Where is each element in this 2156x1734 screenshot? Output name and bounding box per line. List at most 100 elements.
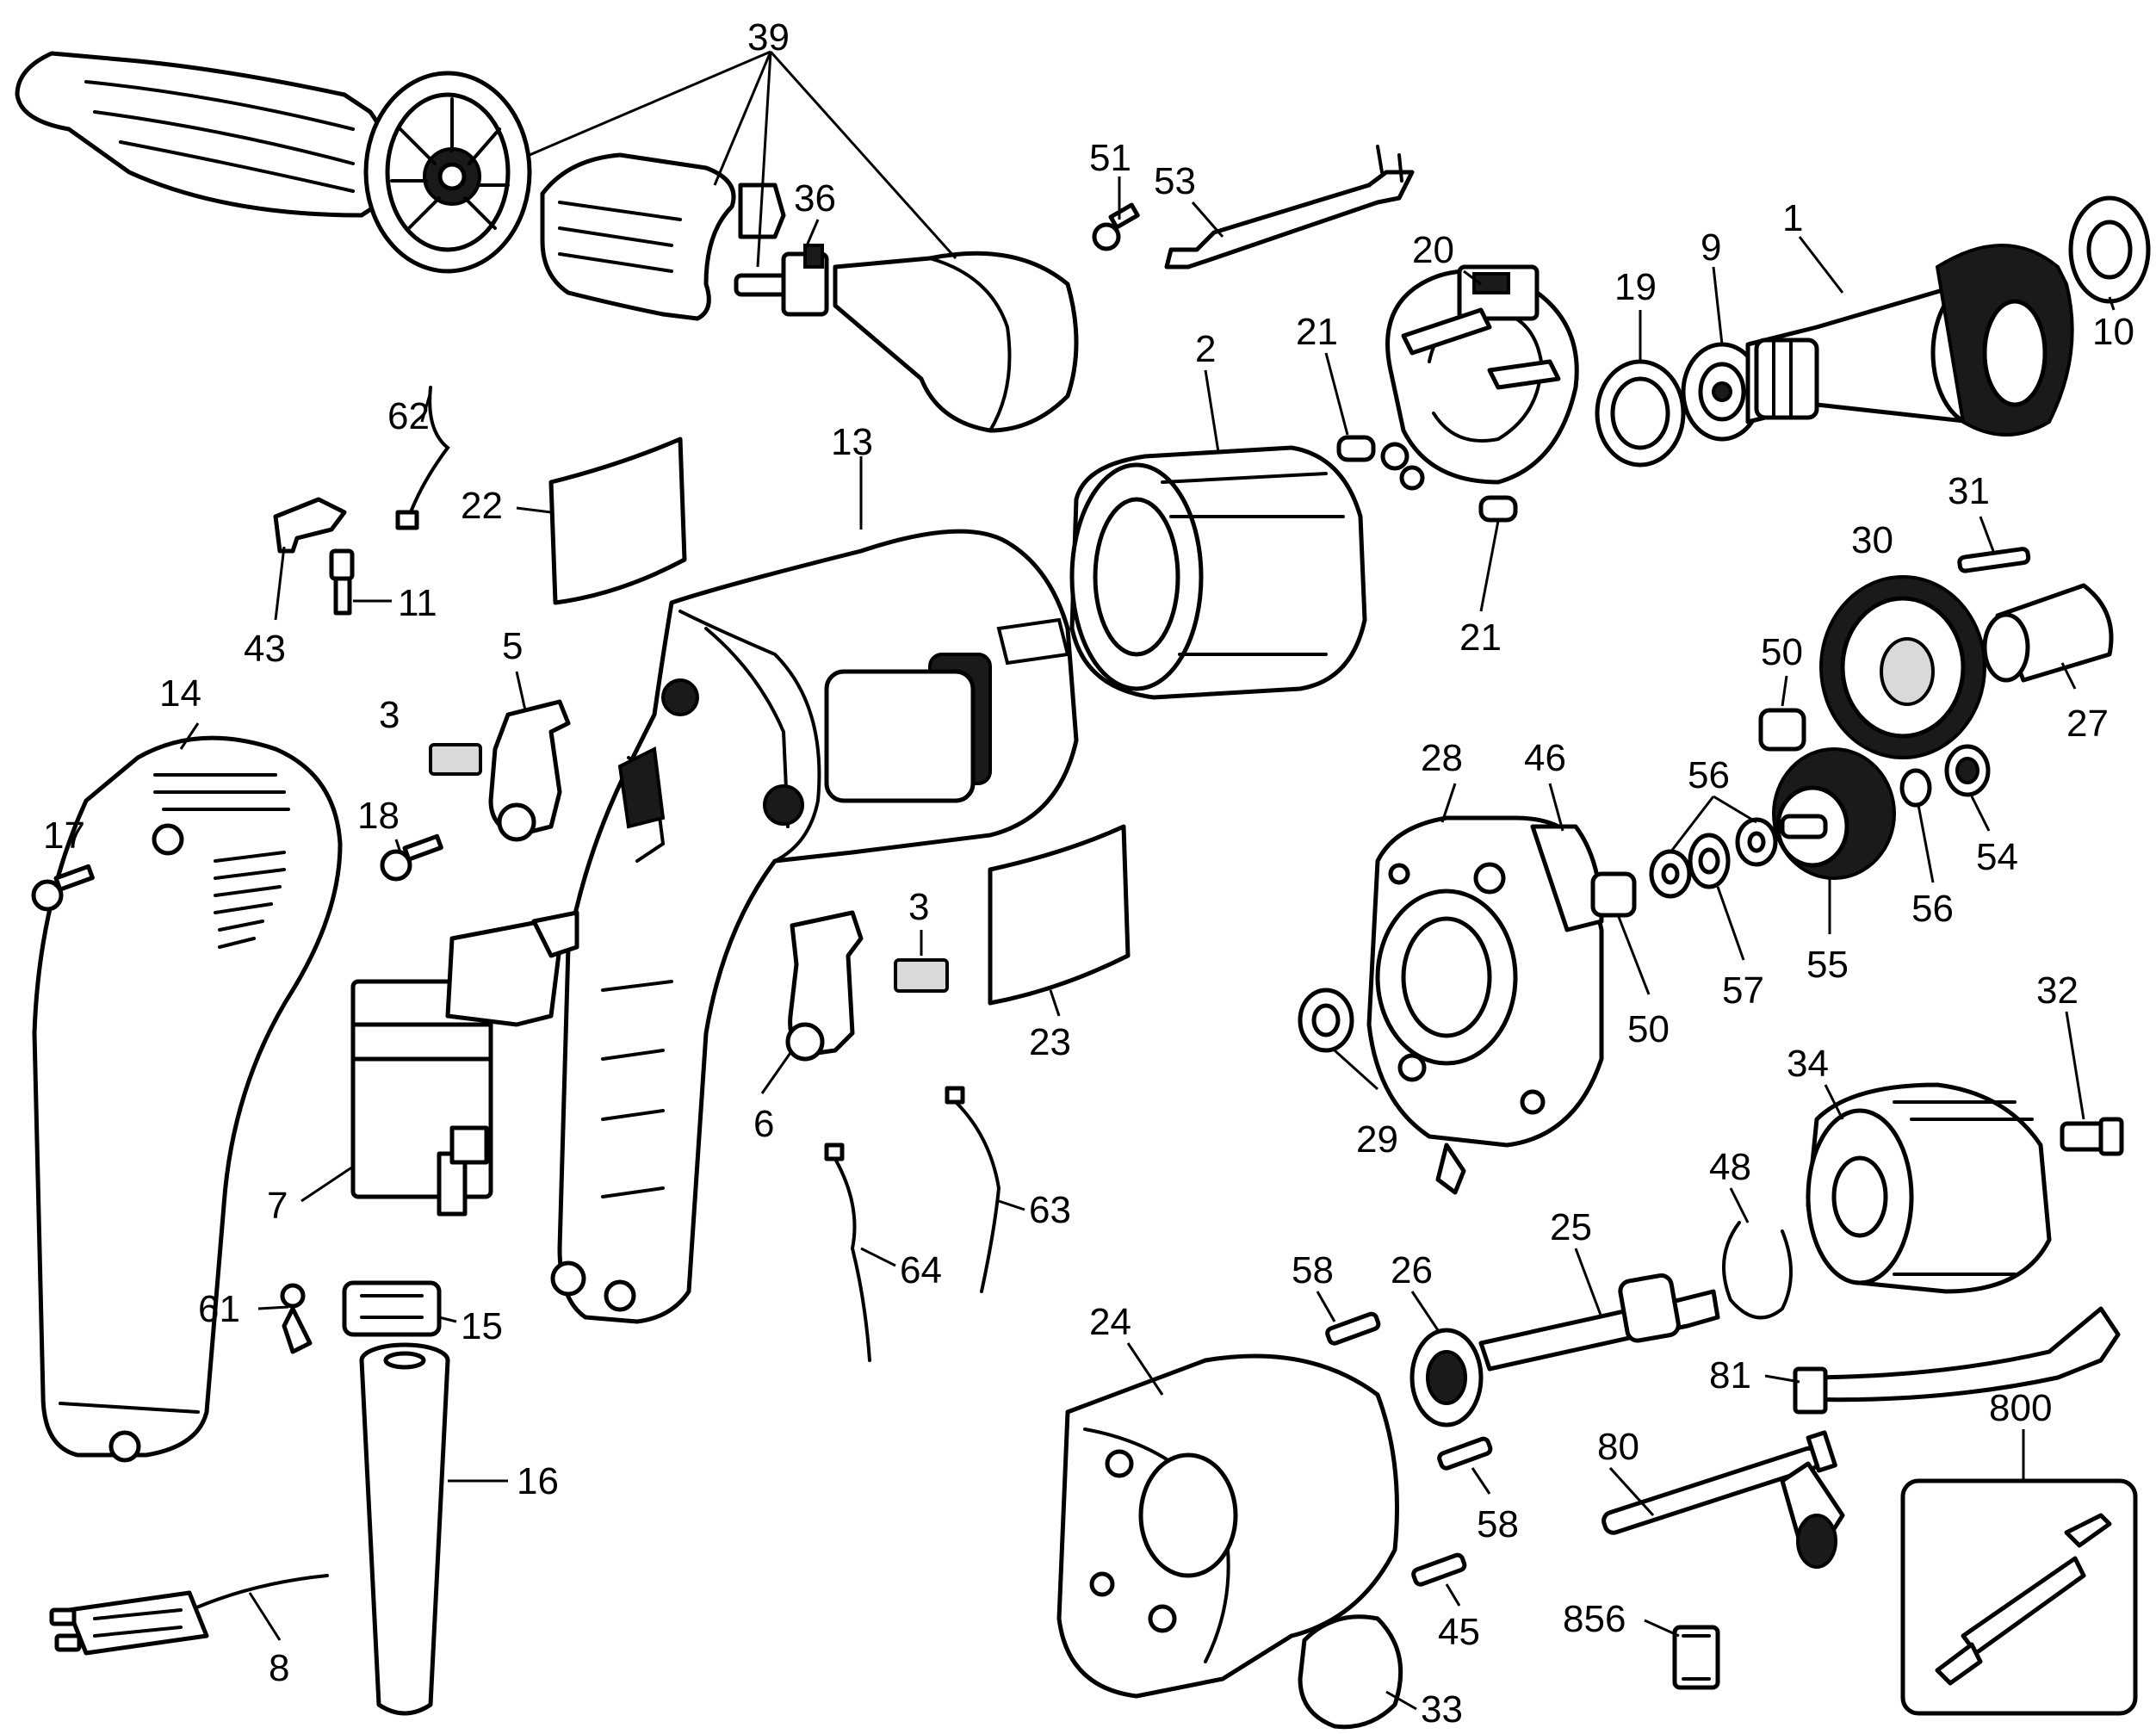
callout-55: 55 [1806, 944, 1849, 986]
callout-63: 63 [1029, 1189, 1071, 1231]
armature-1 [1745, 244, 2074, 437]
callout-5: 5 [502, 625, 523, 667]
field-stator-2 [1069, 445, 1367, 700]
drum-34 [1806, 1082, 2052, 1294]
callout-25: 25 [1550, 1206, 1592, 1248]
power-cord-plug-8 [49, 1574, 329, 1656]
callout-21-upper: 21 [1296, 311, 1338, 353]
part-11 [329, 548, 355, 616]
callout-23: 23 [1029, 1021, 1071, 1063]
bearing-10 [2068, 195, 2151, 304]
callout-31: 31 [1948, 470, 1990, 512]
callout-58-lower: 58 [1477, 1503, 1519, 1545]
callout-51: 51 [1089, 137, 1131, 179]
ring-19 [1595, 359, 1686, 468]
leader-lines [179, 50, 2116, 1711]
brush-pin-21-lower [1478, 495, 1518, 523]
pin-31 [1957, 547, 2031, 573]
callout-58-upper: 58 [1292, 1249, 1334, 1291]
screw-51 [1092, 202, 1140, 251]
washer-29 [1298, 988, 1354, 1053]
callout-53: 53 [1154, 160, 1196, 202]
callout-10: 10 [2092, 311, 2134, 353]
wire-63 [945, 1086, 1001, 1293]
callout-2: 2 [1195, 328, 1216, 370]
label-22 [548, 437, 687, 605]
brush-3-lower [894, 958, 949, 993]
callout-50-lower: 50 [1627, 1008, 1670, 1050]
callout-34: 34 [1787, 1043, 1829, 1085]
callout-36: 36 [794, 177, 836, 220]
brush-holder-5 [488, 699, 571, 842]
callout-3-upper: 3 [379, 694, 400, 736]
screw-17 [31, 864, 95, 912]
callout-labels: 39 36 51 53 1 10 9 20 19 21 21 2 62 13 2… [43, 16, 2134, 1731]
screw-58-lower [1437, 1436, 1493, 1471]
gear-55 [1772, 747, 1896, 880]
callout-32: 32 [2036, 969, 2079, 1012]
screw-58-upper [1325, 1311, 1381, 1346]
cover-33 [1298, 1614, 1403, 1730]
callout-80: 80 [1597, 1426, 1639, 1468]
switch-7 [350, 910, 579, 1217]
side-handle-band [833, 251, 1079, 433]
main-housing [550, 529, 1079, 1324]
callout-56-top: 56 [1688, 754, 1730, 796]
callout-39: 39 [747, 16, 790, 59]
callout-856: 856 [1563, 1598, 1626, 1640]
strap-81 [1793, 1306, 2121, 1415]
callout-17: 17 [43, 814, 85, 857]
callout-11: 11 [398, 582, 437, 624]
callout-19: 19 [1614, 266, 1657, 308]
inset-800 [1900, 1478, 2138, 1716]
callout-22: 22 [461, 485, 503, 527]
callout-1: 1 [1782, 197, 1803, 239]
callout-20: 20 [1412, 229, 1454, 271]
callout-56-right: 56 [1911, 888, 1954, 930]
rear-handle [32, 735, 343, 1463]
brush-holder-ring [1380, 264, 1579, 491]
callout-18: 18 [357, 795, 400, 837]
callout-61: 61 [198, 1288, 240, 1330]
chuck-key-80 [1602, 1430, 1845, 1569]
wire-62 [395, 386, 450, 530]
spacer-57 [1688, 833, 1731, 889]
callout-29: 29 [1356, 1118, 1398, 1161]
bearing-26 [1409, 1328, 1484, 1427]
side-handle-grip [15, 51, 532, 274]
washer-56-left [1649, 849, 1692, 899]
callout-57: 57 [1722, 969, 1764, 1012]
clip-43 [273, 497, 347, 554]
washer-56-small [1899, 768, 1932, 808]
callout-64: 64 [900, 1249, 942, 1291]
callout-81: 81 [1709, 1354, 1751, 1396]
callout-26: 26 [1391, 1249, 1433, 1291]
screw-18 [380, 833, 443, 882]
brush-pin-21-upper [1336, 435, 1376, 462]
cord-protector-16 [359, 1342, 450, 1716]
gear-30 [1819, 575, 1986, 759]
washer-56-right [1735, 817, 1778, 867]
wire-bracket-53 [1164, 145, 1415, 269]
sleeve-27 [1982, 583, 2114, 683]
callout-30: 30 [1851, 519, 1893, 561]
callout-13: 13 [831, 421, 873, 463]
retaining-ring-48 [1722, 1221, 1793, 1320]
gear-case-24 [1056, 1353, 1399, 1699]
callout-48: 48 [1709, 1146, 1751, 1188]
bearing-54 [1944, 744, 1991, 797]
brush-3-upper [429, 743, 482, 776]
callout-15: 15 [461, 1305, 503, 1347]
callout-33: 33 [1421, 1688, 1463, 1731]
callout-7: 7 [267, 1185, 288, 1227]
callout-43: 43 [244, 628, 286, 670]
callout-62: 62 [387, 395, 430, 437]
strain-relief-15 [342, 1280, 442, 1337]
threaded-rod [734, 244, 829, 317]
callout-45: 45 [1438, 1611, 1480, 1653]
bushing-50-upper [1758, 708, 1806, 752]
callout-800: 800 [1989, 1387, 2052, 1429]
callout-21-lower: 21 [1459, 616, 1502, 659]
callout-6: 6 [753, 1103, 774, 1145]
